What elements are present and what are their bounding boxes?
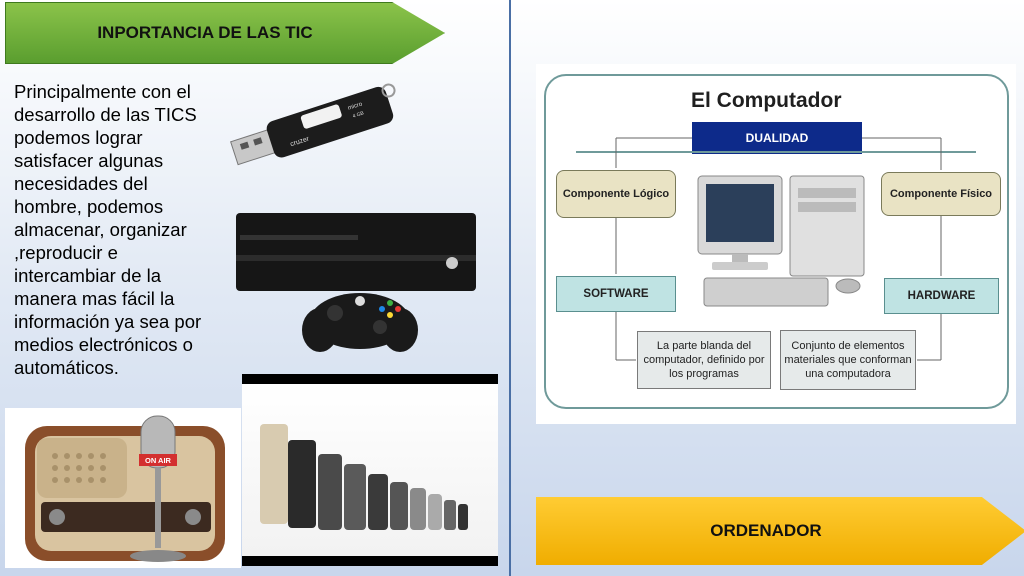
hardware-description-box: Conjunto de elementos materiales que con… xyxy=(780,330,916,390)
hardware-box: HARDWARE xyxy=(884,278,999,314)
computer-diagram: El Computador DUALIDAD Componente xyxy=(536,64,1016,424)
vintage-radio-image: ON AIR xyxy=(5,408,241,568)
ordenador-banner: ORDENADOR xyxy=(536,497,1024,565)
software-description-box: La parte blanda del computador, definido… xyxy=(637,331,771,389)
tic-importance-title: INPORTANCIA DE LAS TIC xyxy=(97,23,313,42)
tic-description: Principalmente con el desarrollo de las … xyxy=(14,81,202,378)
componente-logico-box: Componente Lógico xyxy=(556,170,676,218)
usb-capacity-label: 4 GB xyxy=(352,110,365,119)
game-console-image xyxy=(230,205,490,355)
usb-model-label: micro xyxy=(347,101,363,111)
tic-importance-banner: INPORTANCIA DE LAS TIC xyxy=(5,2,445,64)
diagram-connectors xyxy=(576,137,976,361)
diagram-title: El Computador xyxy=(691,89,842,112)
dualidad-box: DUALIDAD xyxy=(692,122,862,154)
componente-fisico-box: Componente Físico xyxy=(881,172,1001,216)
software-box: SOFTWARE xyxy=(556,276,676,312)
usb-drive-image: cruzer micro 4 GB xyxy=(222,70,407,170)
left-panel: INPORTANCIA DE LAS TIC Principalmente co… xyxy=(0,0,509,576)
right-panel: El Computador DUALIDAD Componente xyxy=(511,0,1024,576)
diagram-frame xyxy=(544,74,1009,409)
panel-divider xyxy=(509,0,511,576)
phone-evolution-image xyxy=(242,374,498,566)
on-air-sign: ON AIR xyxy=(145,456,172,465)
ordenador-label: ORDENADOR xyxy=(710,521,822,540)
